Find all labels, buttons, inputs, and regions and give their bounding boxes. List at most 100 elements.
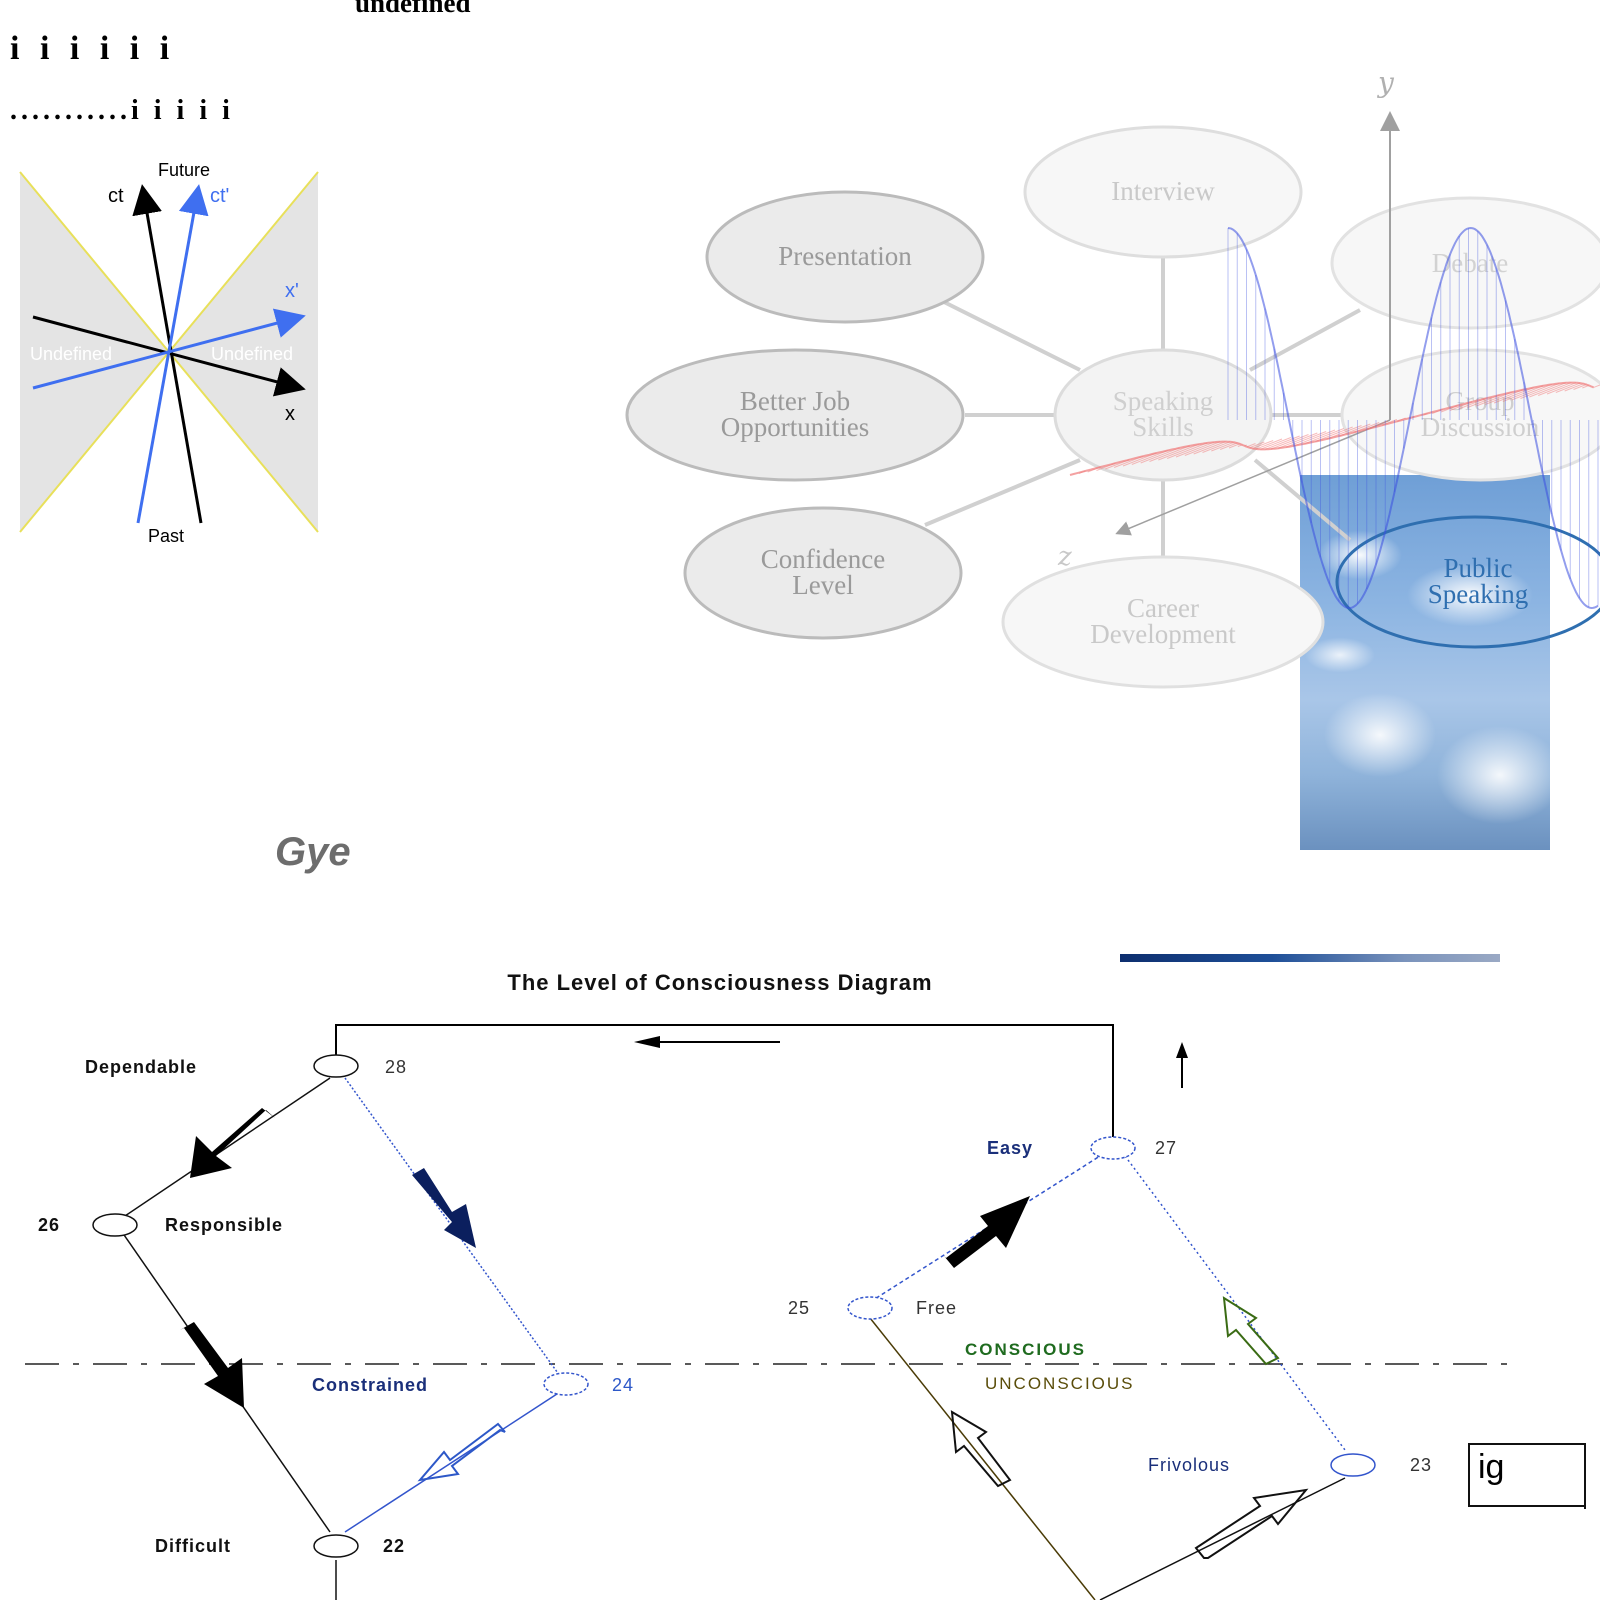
red-wave-stem	[1396, 417, 1406, 422]
value-free: 25	[788, 1298, 810, 1318]
red-wave-stem	[1423, 412, 1428, 416]
y-axis-label: y	[1376, 66, 1395, 99]
mind-map-connector	[1253, 458, 1352, 542]
red-wave-stem	[1237, 444, 1243, 447]
node-debate-shape	[1330, 196, 1600, 330]
node-label-line: Interview	[1111, 176, 1215, 206]
arrow-responsible-difficult	[180, 1322, 244, 1408]
red-wave-stem	[1458, 397, 1487, 410]
edge-free-bottom	[869, 1317, 1096, 1600]
red-wave-stem	[1113, 455, 1144, 468]
hollow-arrow-constrained-difficult	[417, 1422, 506, 1482]
value-dependable: 28	[385, 1057, 407, 1077]
node-label-line: Opportunities	[721, 412, 870, 442]
future-label: Future	[158, 160, 210, 180]
arrow-dependable-responsible	[190, 1108, 275, 1178]
hollow-arrow-to-free	[950, 1410, 1012, 1488]
node-easy	[1090, 1136, 1136, 1160]
red-wave-layer	[1069, 381, 1600, 476]
mind-map-connector	[939, 298, 1081, 372]
wave-plot: y z	[1057, 66, 1600, 610]
red-wave-stem	[1193, 441, 1226, 455]
value-frivolous: 23	[1410, 1455, 1432, 1475]
node-label-line: Public	[1443, 553, 1512, 583]
hollow-arrow-to-frivolous	[1194, 1488, 1309, 1559]
red-wave-stem	[1140, 447, 1180, 464]
conscious-label: CONSCIOUS	[965, 1340, 1086, 1359]
ct-axis	[132, 184, 203, 524]
red-wave-stem	[1564, 383, 1584, 392]
node-interview-label: Interview	[1111, 176, 1215, 206]
red-wave-stem	[1555, 382, 1581, 393]
red-wave-stem	[1353, 422, 1380, 434]
node-confidence-shape	[683, 506, 963, 640]
x-prime-axis	[32, 308, 306, 390]
red-wave-stem	[1502, 385, 1544, 402]
past-label: Past	[148, 526, 184, 546]
red-wave-stem	[1449, 401, 1473, 411]
red-wave-stem	[1244, 444, 1247, 447]
arrow-dependable-constrained	[412, 1168, 476, 1248]
edge-dependable-responsible	[121, 1077, 331, 1219]
red-wave-stem	[1476, 391, 1512, 407]
undefined-right-label: Undefined	[211, 344, 293, 364]
cut-off-box	[1468, 1443, 1586, 1507]
node-difficult	[313, 1534, 359, 1558]
ct-label: ct	[108, 185, 124, 207]
red-wave-stem	[1249, 441, 1265, 449]
undefined-left-label: Undefined	[30, 344, 112, 364]
node-presentation-label: Presentation	[778, 241, 912, 271]
node-career-shape	[1001, 555, 1325, 689]
red-wave-stem	[1087, 466, 1101, 473]
spacetime-diagram: Future Past ct ct' x' x Undefined Undefi…	[19, 160, 319, 546]
feedback-loop	[335, 1024, 1114, 1144]
red-wave-stem	[1467, 394, 1500, 408]
value-difficult: 22	[383, 1536, 405, 1556]
red-wave-stem	[1228, 443, 1240, 449]
label-responsible: Responsible	[165, 1215, 283, 1235]
red-wave-stem	[1246, 443, 1256, 448]
cut-off-box-edge	[1584, 1443, 1586, 1509]
value-easy: 27	[1155, 1138, 1177, 1158]
node-label-line: Development	[1090, 619, 1236, 649]
red-wave-stem	[1158, 443, 1200, 461]
red-wave-stem	[1202, 441, 1231, 453]
red-wave-stem	[1256, 438, 1283, 450]
red-wave-stem	[1440, 405, 1458, 413]
mind-map-connector	[924, 458, 1081, 527]
red-wave-stem	[1122, 452, 1157, 467]
value-responsible: 26	[38, 1215, 60, 1235]
sky-image	[1300, 475, 1550, 850]
cut-off-box-text: ig	[1478, 1448, 1505, 1486]
node-label-line: Level	[792, 570, 853, 600]
node-label-line: Better Job	[740, 386, 850, 416]
red-wave-stem	[1149, 445, 1190, 462]
blue-wave-curve	[1227, 226, 1599, 610]
consciousness-title: The Level of Consciousness Diagram	[507, 970, 932, 995]
hollow-arrow-to-easy	[1222, 1296, 1280, 1366]
red-wave-stem	[1546, 382, 1577, 395]
red-wave-stem	[1304, 428, 1345, 445]
red-wave-stem	[1184, 441, 1221, 456]
red-wave-stem	[1271, 434, 1309, 450]
node-group-discussion-label: GroupDiscussion	[1421, 386, 1540, 442]
node-dependable	[313, 1054, 359, 1078]
red-wave-stem	[1339, 423, 1371, 437]
node-label-line: Presentation	[778, 241, 912, 271]
edge-easy-frivolous	[1124, 1155, 1346, 1451]
red-wave-stem	[1381, 419, 1398, 426]
value-constrained: 24	[612, 1375, 634, 1395]
node-label-line: Confidence	[761, 544, 885, 574]
top-title: undefined	[355, 0, 471, 18]
red-wave-stem	[1431, 408, 1443, 414]
arrow-to-easy	[944, 1196, 1030, 1268]
red-wave-stem	[1131, 449, 1169, 465]
red-wave-stem	[1582, 384, 1590, 389]
red-wave-stem	[1573, 384, 1587, 390]
heading-line-1: i i i i i i	[10, 30, 176, 67]
mind-map: Interview Presentation Debate Better Job…	[625, 125, 1600, 689]
red-wave-stem	[1367, 420, 1389, 430]
